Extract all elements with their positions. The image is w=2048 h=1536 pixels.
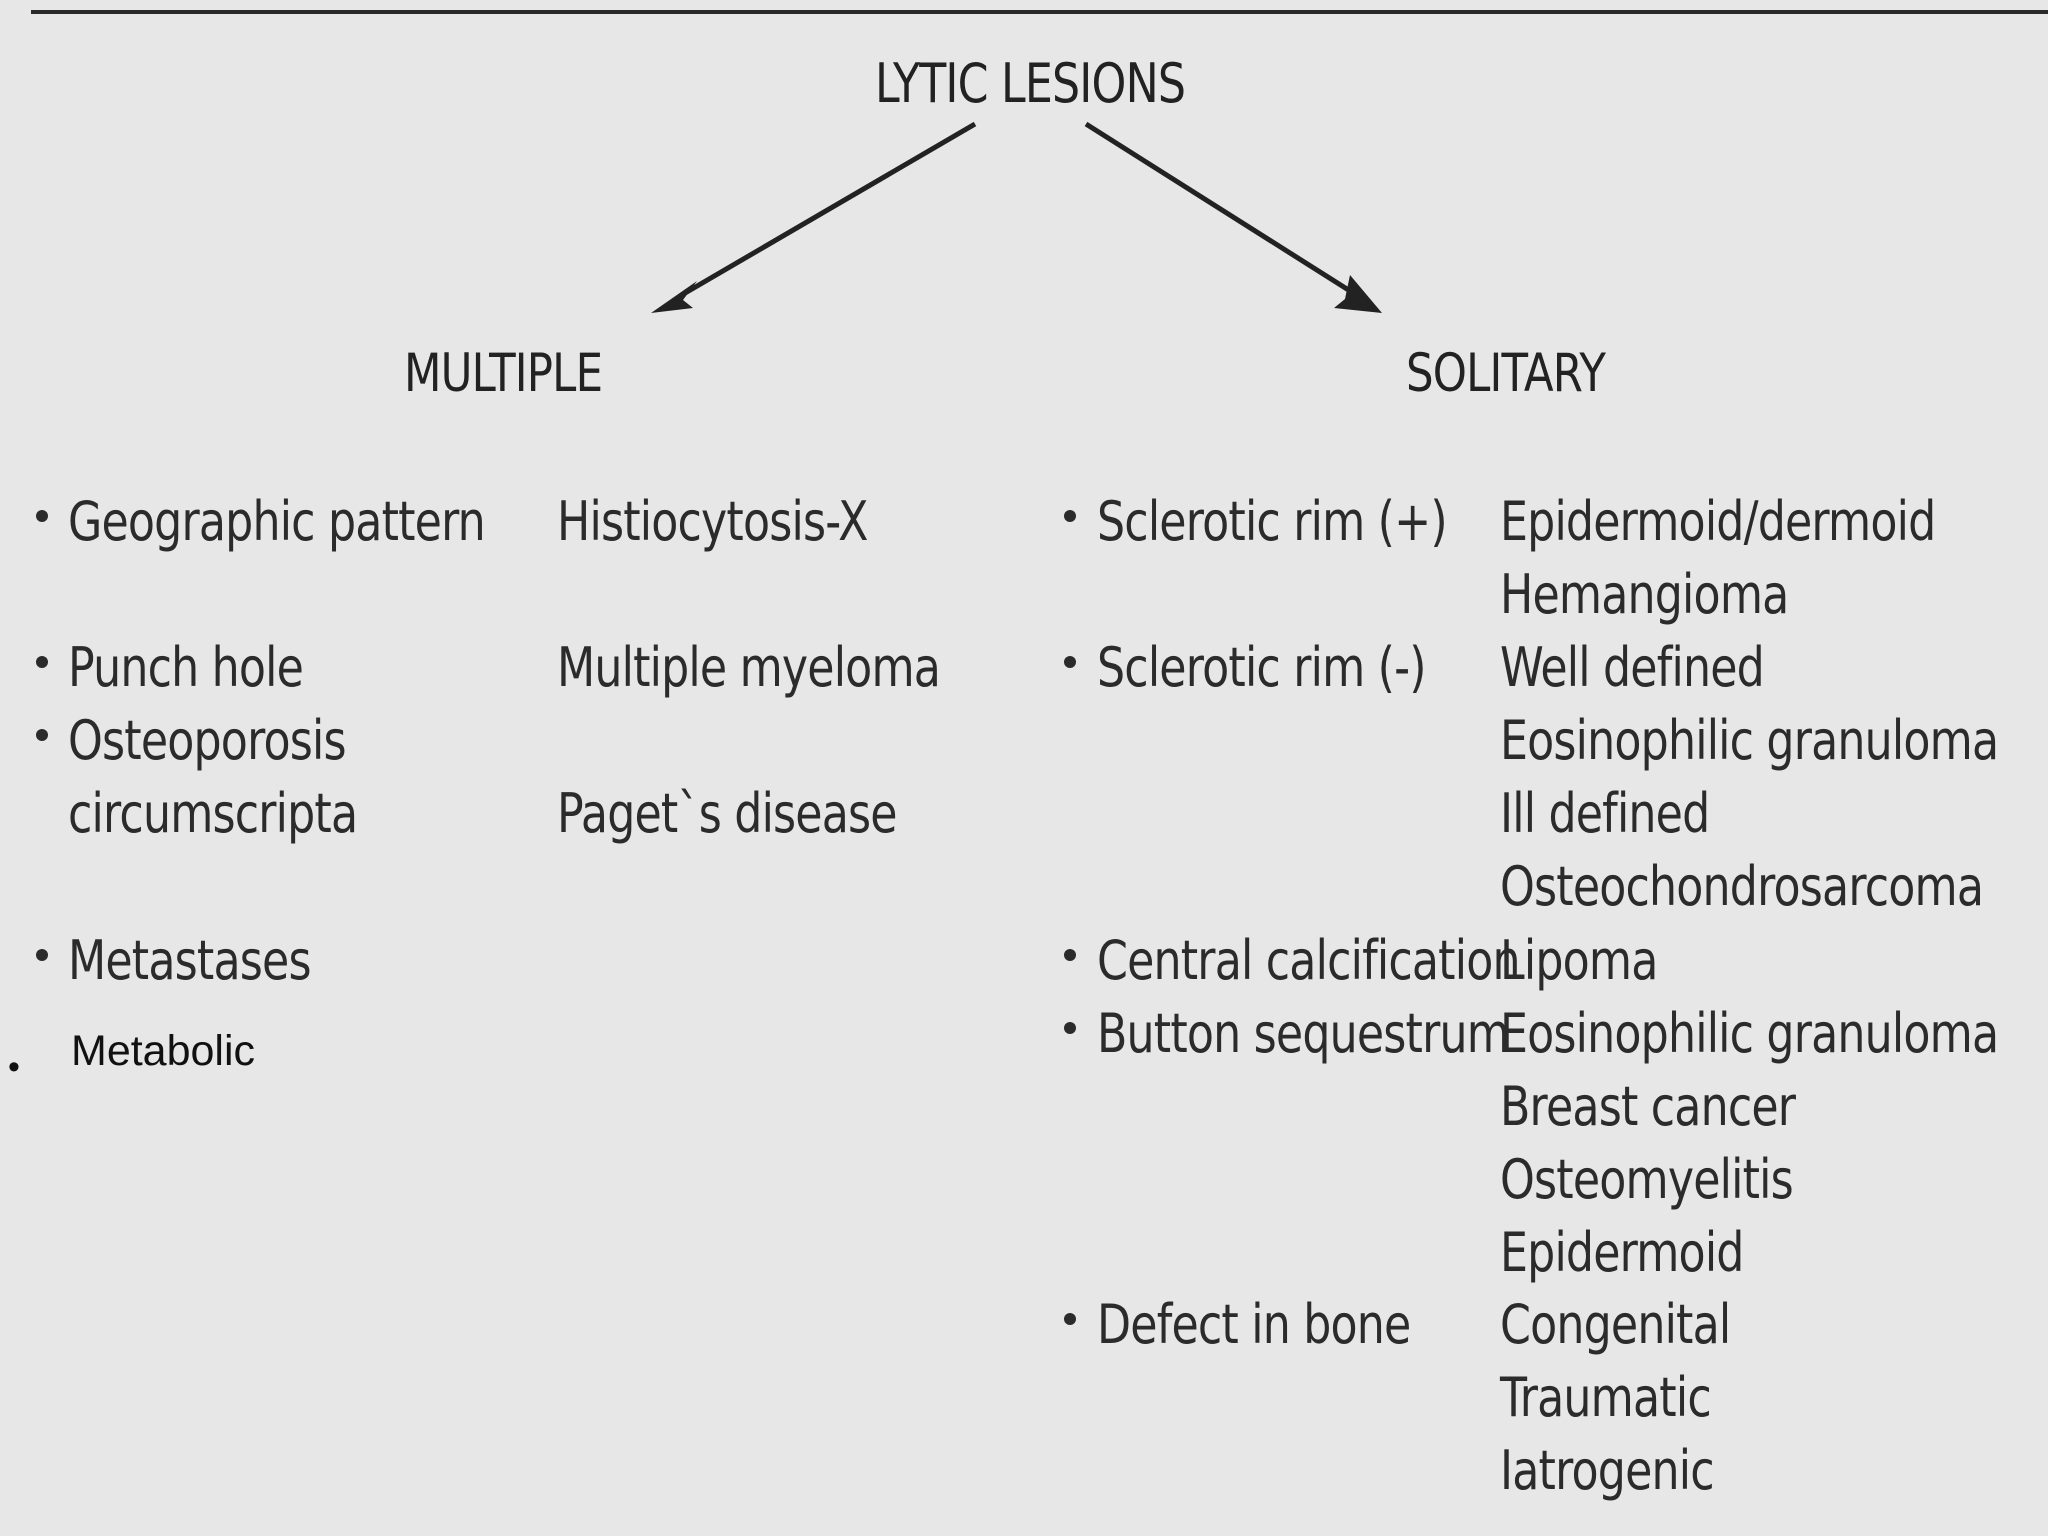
metabolic-bullet: • [8,1048,20,1086]
multiple-criterion: Geographic pattern [68,490,486,553]
multiple-bullet-3 [36,949,48,961]
solitary-heading: SOLITARY [1406,343,1606,404]
solitary-diagnosis: Eosinophilic granuloma [1500,709,1999,772]
solitary-bullet-2 [1064,949,1076,961]
solitary-diagnosis: Well defined [1500,636,1765,699]
solitary-diagnosis: Iatrogenic [1500,1439,1715,1502]
arrow-to-solitary [1084,121,1360,299]
solitary-criterion: Sclerotic rim (+) [1097,490,1448,553]
solitary-diagnosis: Ill defined [1500,782,1710,845]
solitary-diagnosis: Lipoma [1500,929,1658,992]
solitary-bullet-0 [1064,510,1076,522]
multiple-criterion: Punch hole [68,636,304,699]
solitary-bullet-4 [1064,1313,1076,1325]
multiple-bullet-1 [36,656,48,668]
solitary-diagnosis: Osteochondrosarcoma [1500,855,1984,918]
solitary-diagnosis: Traumatic [1500,1366,1712,1429]
arrow-head-solitary [1334,275,1382,313]
multiple-diagnosis: Multiple myeloma [557,636,941,699]
arrow-head-multiple [651,281,697,313]
solitary-criterion: Button sequestrum [1097,1002,1510,1065]
metabolic-label: Metabolic [71,1027,256,1075]
multiple-diagnosis: Paget`s disease [557,782,898,845]
multiple-criterion: Metastases [68,929,312,992]
multiple-bullet-0 [36,510,48,522]
solitary-diagnosis: Breast cancer [1500,1075,1796,1138]
solitary-bullet-1 [1064,656,1076,668]
solitary-diagnosis: Congenital [1500,1293,1731,1356]
multiple-heading: MULTIPLE [404,343,603,404]
criterion-line-1: circumscripta [68,782,358,845]
multiple-diagnosis: Histiocytosis-X [557,490,868,553]
solitary-bullet-3 [1064,1022,1076,1034]
criterion-line-0: Osteoporosis [68,709,347,772]
solitary-diagnosis: Hemangioma [1500,563,1789,626]
solitary-diagnosis: Eosinophilic granuloma [1500,1002,1999,1065]
solitary-criterion: Central calcification [1097,929,1521,992]
multiple-bullet-2 [36,729,48,741]
diagram-title: LYTIC LESIONS [875,52,1186,115]
solitary-diagnosis: Epidermoid/dermoid [1500,490,1936,553]
solitary-diagnosis: Osteomyelitis [1500,1148,1794,1211]
solitary-criterion: Defect in bone [1097,1293,1411,1356]
arrow-to-multiple [678,121,977,299]
solitary-criterion: Sclerotic rim (-) [1097,636,1427,699]
solitary-diagnosis: Epidermoid [1500,1221,1744,1284]
